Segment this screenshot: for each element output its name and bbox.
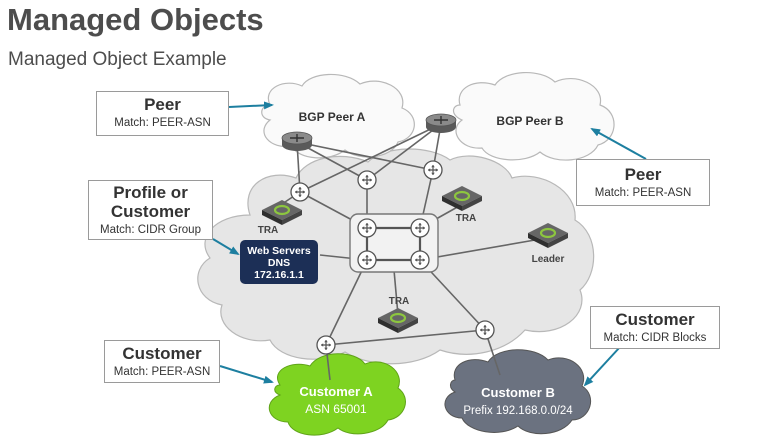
router-icon <box>316 335 336 355</box>
callout-match-text: Match: PEER-ASN <box>114 117 211 129</box>
page-subtitle: Managed Object Example <box>8 49 227 70</box>
bgp-peer-a-label: BGP Peer A <box>299 110 366 124</box>
customer-callout-right: Customer Match: CIDR Blocks <box>590 306 720 349</box>
bgp-peer-b-cloud <box>452 71 615 161</box>
callout-heading: Customer <box>615 310 695 329</box>
ip-address-label: 172.16.1.1 <box>254 269 304 281</box>
web-servers-box: Web Servers DNS 172.16.1.1 <box>240 240 318 284</box>
callout-arrows <box>212 101 647 387</box>
callout-match-text: Match: PEER-ASN <box>594 187 692 199</box>
tra-label: TRA <box>389 296 410 307</box>
customer-b-cloud <box>444 349 592 435</box>
bgp-router-icon <box>425 113 457 134</box>
callout-heading: Profile or <box>113 183 188 202</box>
dns-label: DNS <box>268 257 290 269</box>
router-icon <box>410 218 430 238</box>
peer-callout-left: Peer Match: PEER-ASN <box>96 91 229 136</box>
customer-a-cloud <box>268 353 406 436</box>
leader-label: Leader <box>532 254 565 265</box>
customer-b-prefix: Prefix 192.168.0.0/24 <box>463 405 573 417</box>
callout-heading: Customer <box>110 202 191 221</box>
callout-match-text: Match: CIDR Group <box>100 224 201 236</box>
web-servers-label: Web Servers <box>247 245 311 257</box>
router-icon <box>357 250 377 270</box>
customer-a-label: Customer A <box>299 384 373 399</box>
callout-match-text: Match: PEER-ASN <box>113 366 211 378</box>
router-icon <box>410 250 430 270</box>
tra-label: TRA <box>258 225 279 236</box>
bgp-peer-b-label: BGP Peer B <box>496 114 563 128</box>
customer-callout-left: Customer Match: PEER-ASN <box>104 340 220 383</box>
router-icon <box>290 182 310 202</box>
profile-callout: Profile or Customer Match: CIDR Group <box>88 180 213 240</box>
page-title: Managed Objects <box>7 2 264 37</box>
router-icon <box>423 160 443 180</box>
router-icon <box>357 170 377 190</box>
callout-heading: Customer <box>122 344 202 363</box>
customer-a-asn: ASN 65001 <box>305 402 367 416</box>
callout-match-text: Match: CIDR Blocks <box>603 332 707 344</box>
bgp-router-icon <box>281 131 313 152</box>
callout-heading: Peer <box>624 165 662 184</box>
peer-callout-right: Peer Match: PEER-ASN <box>576 159 710 206</box>
customer-b-label: Customer B <box>481 385 555 400</box>
router-icon <box>357 218 377 238</box>
router-icon <box>475 320 495 340</box>
tra-label: TRA <box>456 213 477 224</box>
callout-heading: Peer <box>144 95 181 114</box>
